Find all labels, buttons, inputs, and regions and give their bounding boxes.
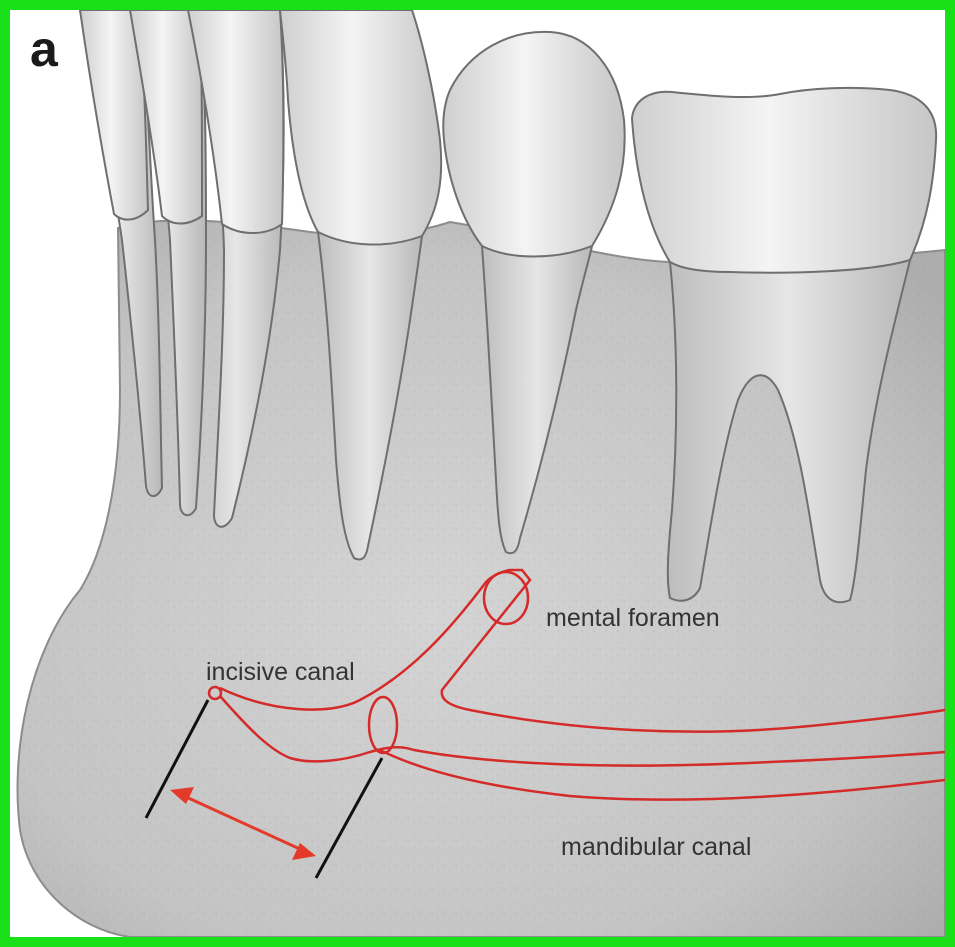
mental-foramen-label: mental foramen [546,606,720,631]
panel-letter: a [30,24,58,74]
mandibular-canal-label: mandibular canal [561,835,751,860]
incisive-canal-label: incisive canal [206,660,355,685]
mandible-illustration [10,10,945,937]
